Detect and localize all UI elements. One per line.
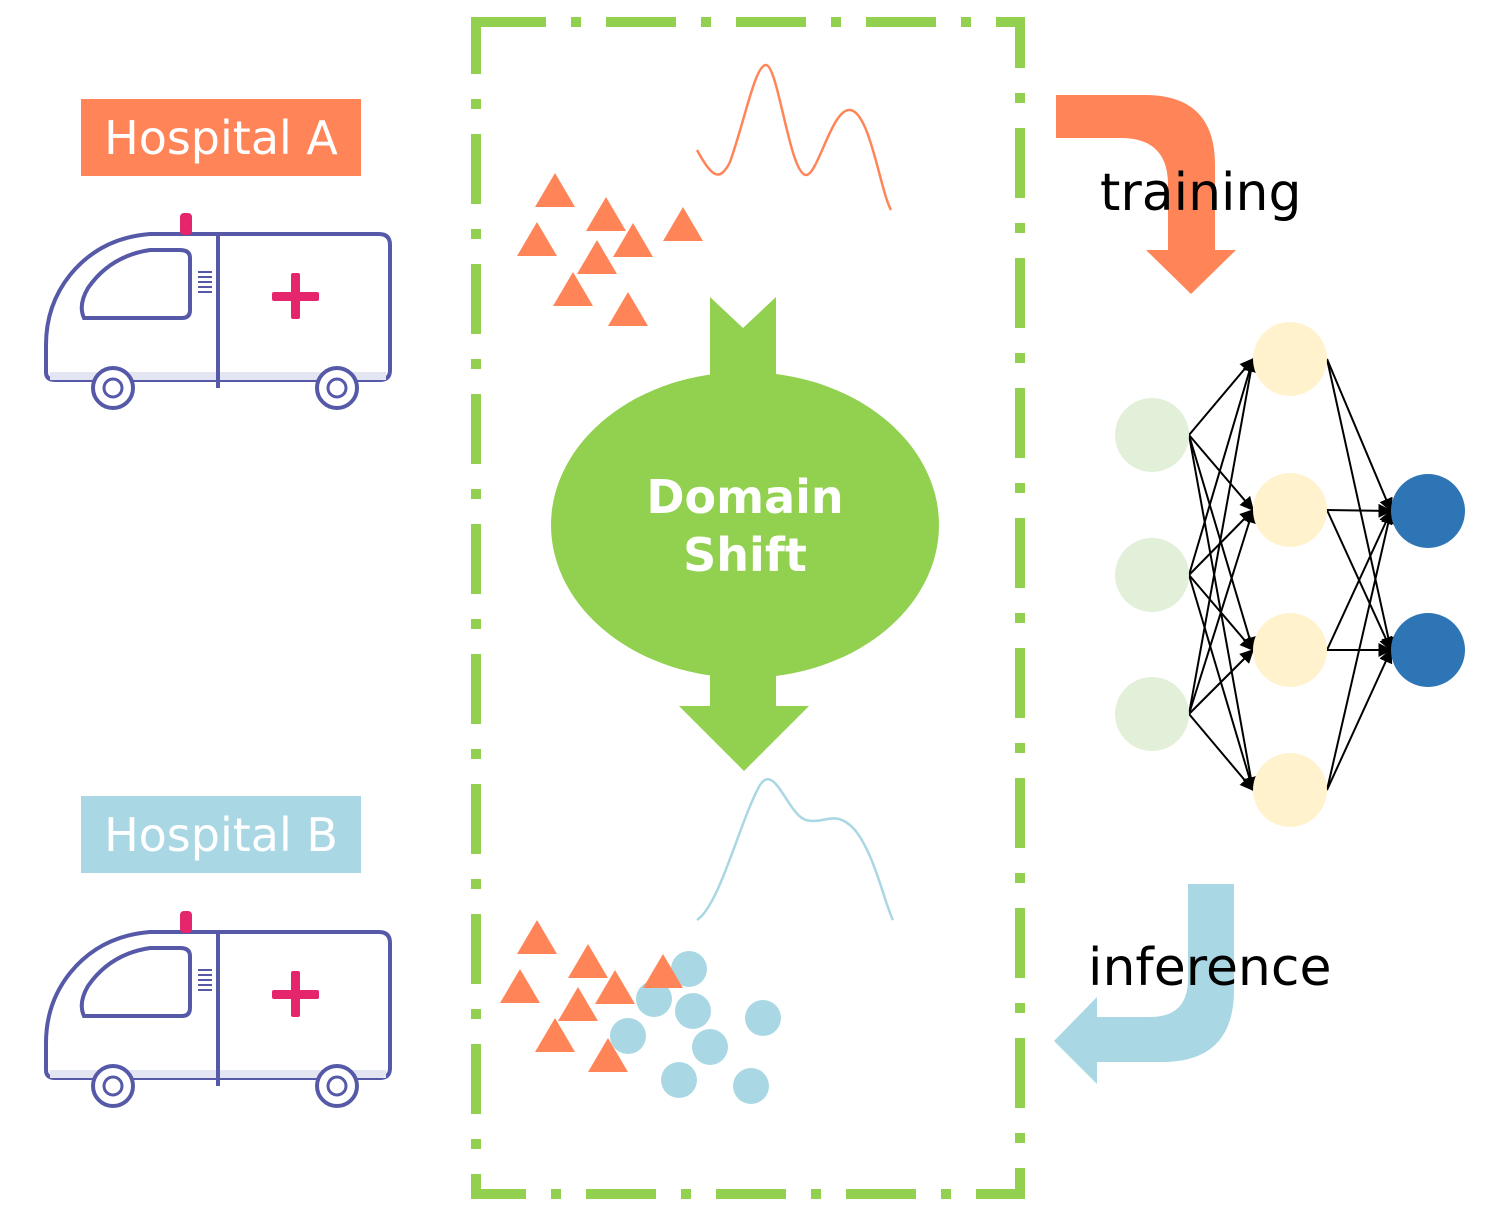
triangle-sample: [608, 292, 648, 326]
hidden-node: [1253, 753, 1327, 827]
ambulance-a-icon: [44, 211, 392, 410]
distribution-curve-a: [695, 63, 893, 211]
circle-sample: [675, 993, 711, 1029]
triangle-sample: [535, 173, 575, 207]
hidden-node: [1253, 613, 1327, 687]
network-edge: [1326, 358, 1393, 513]
triangle-sample: [613, 223, 653, 257]
triangle-sample: [568, 944, 608, 978]
triangle-sample: [663, 207, 703, 241]
domain-shift-line2: Shift: [683, 528, 807, 582]
triangle-sample: [558, 987, 598, 1021]
network-edge: [1188, 508, 1256, 715]
triangle-sample: [586, 197, 626, 231]
triangle-sample: [517, 222, 557, 256]
triangle-sample: [595, 970, 635, 1004]
input-node: [1115, 677, 1189, 751]
mixed-source-samples: [500, 920, 683, 1072]
circle-sample: [661, 1062, 697, 1098]
hospital-a-label-bg: [81, 99, 361, 176]
distribution-curve-b: [696, 777, 895, 922]
network-edge: [1188, 649, 1254, 715]
network-edge: [1188, 713, 1254, 792]
training-arrow: [1056, 95, 1236, 294]
inference-label: inference: [1088, 938, 1332, 998]
network-edge: [1188, 434, 1254, 512]
circle-sample: [610, 1018, 646, 1054]
network-edge: [1326, 358, 1396, 652]
triangle-sample: [588, 1038, 628, 1072]
triangle-sample: [500, 969, 540, 1003]
network-edge: [1188, 509, 1254, 576]
circle-sample: [636, 981, 672, 1017]
triangle-sample: [643, 954, 683, 988]
hidden-node: [1253, 322, 1327, 396]
input-node: [1115, 398, 1189, 472]
ambulance-b-icon: [44, 909, 392, 1108]
triangle-sample: [535, 1018, 575, 1052]
network-edge: [1188, 357, 1254, 436]
network-edge: [1326, 503, 1393, 518]
hospital-a-label: Hospital A: [104, 110, 338, 165]
training-label: training: [1100, 163, 1302, 223]
network-edge: [1326, 509, 1396, 791]
domain-shift-arrow: [551, 297, 939, 771]
circle-sample: [745, 1000, 781, 1036]
inference-arrow: [1054, 884, 1234, 1084]
network-edge: [1188, 357, 1257, 576]
network-edge: [1188, 357, 1258, 715]
triangle-sample: [517, 920, 557, 954]
network-edge: [1326, 648, 1393, 791]
triangle-sample: [553, 272, 593, 306]
circle-sample: [733, 1068, 769, 1104]
circle-sample: [671, 951, 707, 987]
network-edge: [1326, 509, 1393, 651]
source-samples: [517, 173, 703, 326]
hospital-b-label: Hospital B: [104, 807, 338, 862]
input-node: [1115, 538, 1189, 612]
output-node: [1391, 474, 1465, 548]
target-samples: [610, 951, 781, 1104]
domain-boundary-box: [471, 17, 1025, 1199]
output-node: [1391, 613, 1465, 687]
domain-shift-label: Domain Shift: [620, 468, 870, 584]
domain-shift-line1: Domain: [646, 470, 844, 524]
neural-network: [1115, 322, 1465, 827]
hidden-node: [1253, 473, 1327, 547]
hospital-b-label-bg: [81, 796, 361, 873]
circle-sample: [692, 1029, 728, 1065]
triangle-sample: [577, 240, 617, 274]
